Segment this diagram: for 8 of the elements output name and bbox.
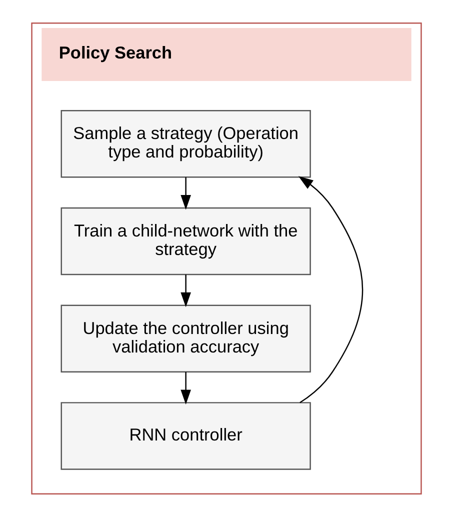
- node-box: RNN controller: [60, 402, 311, 470]
- arrow: [298, 176, 364, 404]
- arrow: [180, 274, 192, 308]
- node-box: Train a child-network with the strategy: [60, 207, 311, 276]
- node-box: Update the controller using validation accuracy: [60, 304, 311, 372]
- arrow: [180, 177, 192, 210]
- arrow: [180, 372, 192, 404]
- node-box: Sample a strategy (Operation type and probability): [60, 110, 311, 178]
